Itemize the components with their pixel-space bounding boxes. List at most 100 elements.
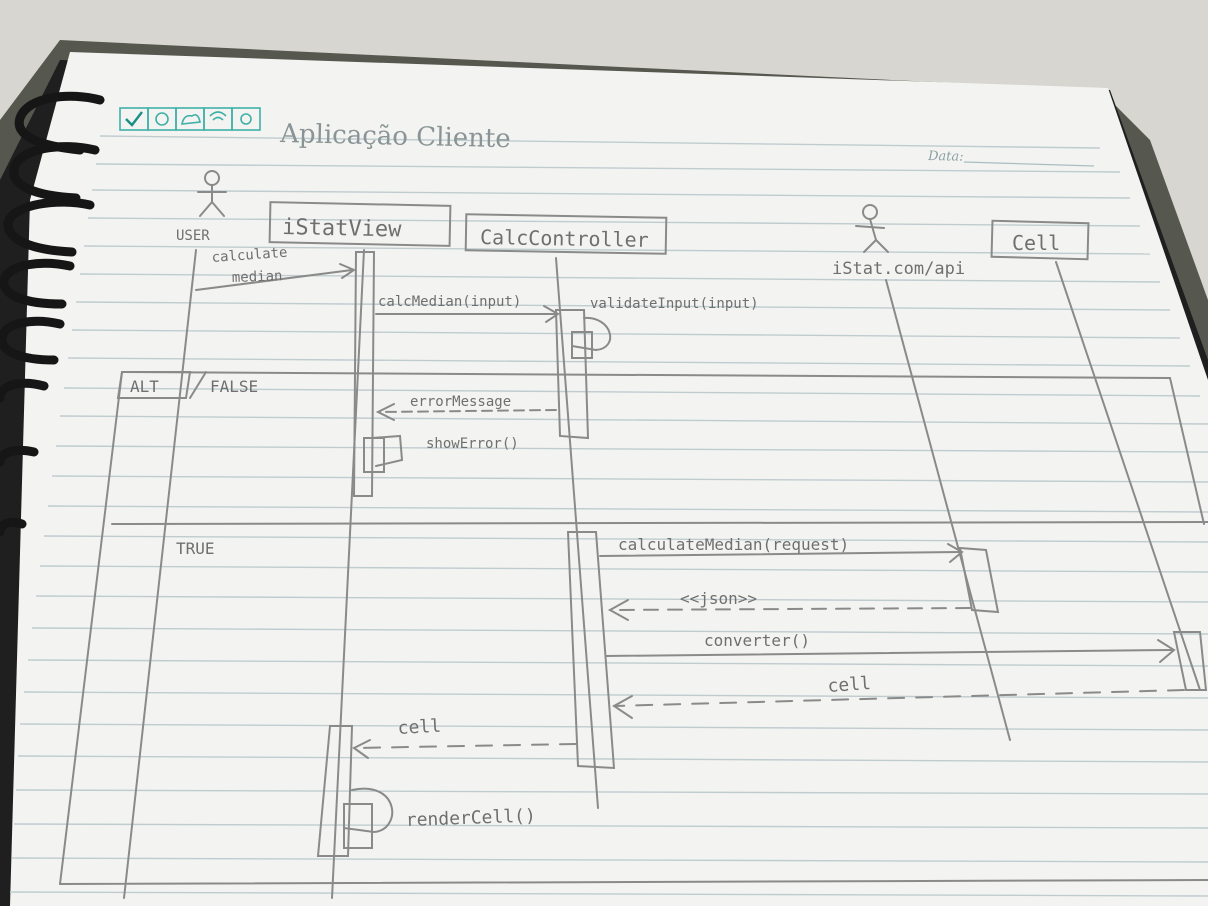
- ruled-line: [15, 789, 1208, 795]
- ruled-line: [39, 565, 1208, 573]
- ruled-line: [43, 535, 1208, 543]
- alt-label-box: [116, 371, 192, 399]
- ruled-line: [35, 595, 1208, 603]
- show-error-self-call: [371, 434, 404, 467]
- calculate-median-request-label: calculateMedian(request): [618, 535, 849, 554]
- ruled-line: [67, 357, 1191, 367]
- wifi-shape: [209, 111, 227, 121]
- ruled-line: [75, 301, 1171, 311]
- ruled-lines: [9, 135, 1208, 897]
- actor-body: [869, 218, 877, 241]
- istatview-activation: [352, 251, 376, 497]
- cell-box: [990, 219, 1090, 261]
- alt-label: ALT: [130, 377, 159, 396]
- api-activation: [958, 546, 1000, 614]
- cloud-shape: [181, 114, 201, 125]
- arrowhead: [352, 739, 371, 759]
- ruled-line: [87, 217, 1141, 227]
- ruled-line: [9, 891, 1208, 897]
- ruled-line: [51, 475, 1208, 483]
- alt-frame-top: [121, 371, 1205, 525]
- calccontroller-activation-true: [566, 531, 616, 770]
- validate-input-self-call: [571, 316, 612, 352]
- ruled-line: [99, 135, 1101, 149]
- istatview-activation-bottom: [316, 725, 354, 857]
- date-label: Data:: [927, 149, 964, 165]
- alt-frame-bottom: [59, 879, 1208, 885]
- spiral-ring: [0, 378, 49, 403]
- render-cell-self-call: [343, 787, 394, 834]
- header-icon-strip: [119, 107, 261, 131]
- date-underline: [963, 161, 1095, 167]
- arrowhead: [339, 263, 357, 279]
- ruled-line: [59, 415, 1208, 425]
- calculate-median-label-1: calculate: [211, 245, 288, 266]
- ruled-line: [83, 245, 1151, 255]
- gear-shape: [155, 112, 169, 126]
- calculate-median-arrow: [195, 269, 353, 291]
- alt-label-divider: [189, 371, 207, 399]
- converter-arrow: [605, 649, 1173, 657]
- alt-separator: [111, 521, 1208, 525]
- desk-top-light: [0, 0, 1208, 300]
- page-title: Aplicação Cliente: [279, 119, 511, 154]
- alt-frame-left: [59, 371, 123, 885]
- cell-activation: [1172, 631, 1208, 691]
- actor-leg: [875, 239, 889, 253]
- converter-label: converter(): [704, 631, 810, 650]
- ruled-line: [13, 823, 1208, 829]
- spiral-ring: [0, 445, 39, 467]
- sun-icon: [231, 107, 261, 131]
- calccontroller-box: [464, 213, 668, 255]
- api-lifeline: [885, 279, 1011, 741]
- spiral-ring: [0, 258, 75, 309]
- calccontroller-label: CalcController: [480, 225, 649, 252]
- sequence-diagram: [59, 170, 1208, 899]
- ruled-line: [23, 691, 1208, 699]
- actor-leg: [211, 201, 225, 217]
- arrowhead: [607, 599, 629, 621]
- show-error-activation: [363, 437, 385, 473]
- cell-label: Cell: [1012, 231, 1060, 255]
- json-return-arrow: [609, 607, 971, 611]
- spiral-ring: [0, 517, 27, 537]
- user-actor: [197, 170, 227, 217]
- cell-to-view-arrow: [353, 743, 577, 749]
- cell-return-label: cell: [827, 673, 872, 697]
- spiral-ring: [3, 197, 95, 257]
- validate-activation: [571, 331, 593, 359]
- ruled-line: [47, 505, 1208, 513]
- user-lifeline: [123, 249, 197, 899]
- arrowhead: [947, 543, 964, 563]
- ruled-line: [79, 273, 1161, 283]
- check-mark: [125, 111, 143, 127]
- cell-to-view-label: cell: [397, 716, 441, 739]
- validate-input-label: validateInput(input): [590, 296, 759, 312]
- show-error-label: showError(): [426, 436, 519, 452]
- ruled-line: [31, 627, 1208, 635]
- render-cell-label: renderCell(): [405, 805, 536, 831]
- istatview-lifeline: [331, 249, 365, 899]
- guard-true-label: TRUE: [176, 539, 215, 558]
- calculate-median-label-2: median: [232, 268, 283, 286]
- json-label: <<json>>: [680, 589, 757, 608]
- calccontroller-activation: [554, 309, 590, 440]
- istatview-label: iStatView: [282, 215, 402, 243]
- calc-median-input-label: calcMedian(input): [378, 294, 521, 310]
- ruled-line: [71, 329, 1181, 339]
- actor-arms: [855, 225, 885, 229]
- diagram-labels: USER iStatView CalcController iStat.com/…: [130, 215, 1060, 831]
- guard-false-label: FALSE: [210, 377, 258, 396]
- render-cell-activation: [343, 803, 373, 849]
- actor-leg: [863, 239, 877, 253]
- calculate-median-request-arrow: [599, 551, 961, 557]
- sun-shape: [240, 113, 252, 125]
- error-message-arrow: [379, 409, 557, 413]
- spiral-ring: [9, 142, 100, 203]
- actor-leg: [199, 201, 213, 217]
- arrowhead: [1157, 639, 1176, 663]
- arrowhead: [375, 403, 395, 421]
- ruled-line: [95, 163, 1121, 173]
